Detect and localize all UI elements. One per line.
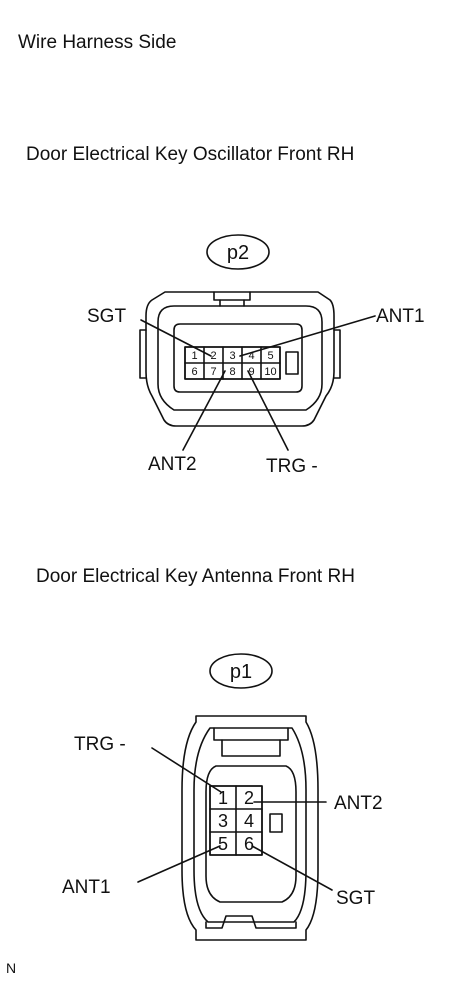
connector-housing-outer	[145, 291, 335, 427]
housing-top-tab	[213, 727, 289, 741]
label-sgt: SGT	[336, 888, 375, 909]
connector-housing-inner	[157, 305, 323, 411]
pin-3: 3	[229, 350, 235, 362]
pin-9: 9	[248, 366, 254, 378]
pin-6: 6	[191, 366, 197, 378]
pin-4: 4	[248, 350, 254, 362]
connector-housing-outer	[181, 715, 319, 941]
pin-2: 2	[210, 350, 216, 362]
leader-trg	[151, 747, 222, 793]
label-trg: TRG -	[266, 456, 318, 477]
label-ant1: ANT1	[62, 877, 111, 898]
label-trg: TRG -	[74, 734, 126, 755]
antenna-connector: p1 1 2 3 4 5 6 TRG -	[62, 653, 383, 941]
oscillator-connector: p2 1 2 3 4 5 6 7 8 9 10	[87, 234, 425, 477]
connector-code: p2	[227, 242, 249, 264]
oscillator-connector-title: Door Electrical Key Oscillator Front RH	[26, 144, 355, 165]
mating-face	[173, 323, 303, 393]
connector-code-badge	[206, 234, 270, 270]
leader-sgt	[251, 845, 333, 891]
pin-4: 4	[244, 811, 254, 831]
pin-1: 1	[191, 350, 197, 362]
pin-7: 7	[210, 366, 216, 378]
label-ant2: ANT2	[148, 454, 197, 475]
pin-1: 1	[218, 788, 228, 808]
connector-housing-inner	[193, 727, 307, 923]
connector-code-badge	[209, 653, 273, 689]
antenna-connector-title: Door Electrical Key Antenna Front RH	[36, 566, 355, 587]
label-ant2: ANT2	[334, 793, 383, 814]
key-slot	[285, 351, 299, 375]
leader-sgt	[140, 319, 212, 357]
key-slot	[269, 813, 283, 833]
pin-6: 6	[244, 834, 254, 854]
housing-latch	[213, 291, 251, 301]
bottom-latch	[205, 915, 297, 929]
pin-10: 10	[264, 366, 276, 378]
housing-right-ear	[333, 329, 341, 379]
label-ant1: ANT1	[376, 306, 425, 327]
leader-trg	[247, 370, 289, 451]
pin-8: 8	[229, 366, 235, 378]
leader-ant2	[182, 370, 226, 451]
label-sgt: SGT	[87, 306, 126, 327]
pin-2: 2	[244, 788, 254, 808]
leader-ant1	[137, 845, 221, 883]
pin-5: 5	[267, 350, 273, 362]
footer-mark: N	[6, 960, 17, 976]
pin-3: 3	[218, 811, 228, 831]
housing-left-ear	[139, 329, 147, 379]
connector-code: p1	[230, 661, 252, 683]
leader-ant1	[239, 315, 376, 357]
wire-harness-side-title: Wire Harness Side	[18, 32, 177, 53]
pin-5: 5	[218, 834, 228, 854]
